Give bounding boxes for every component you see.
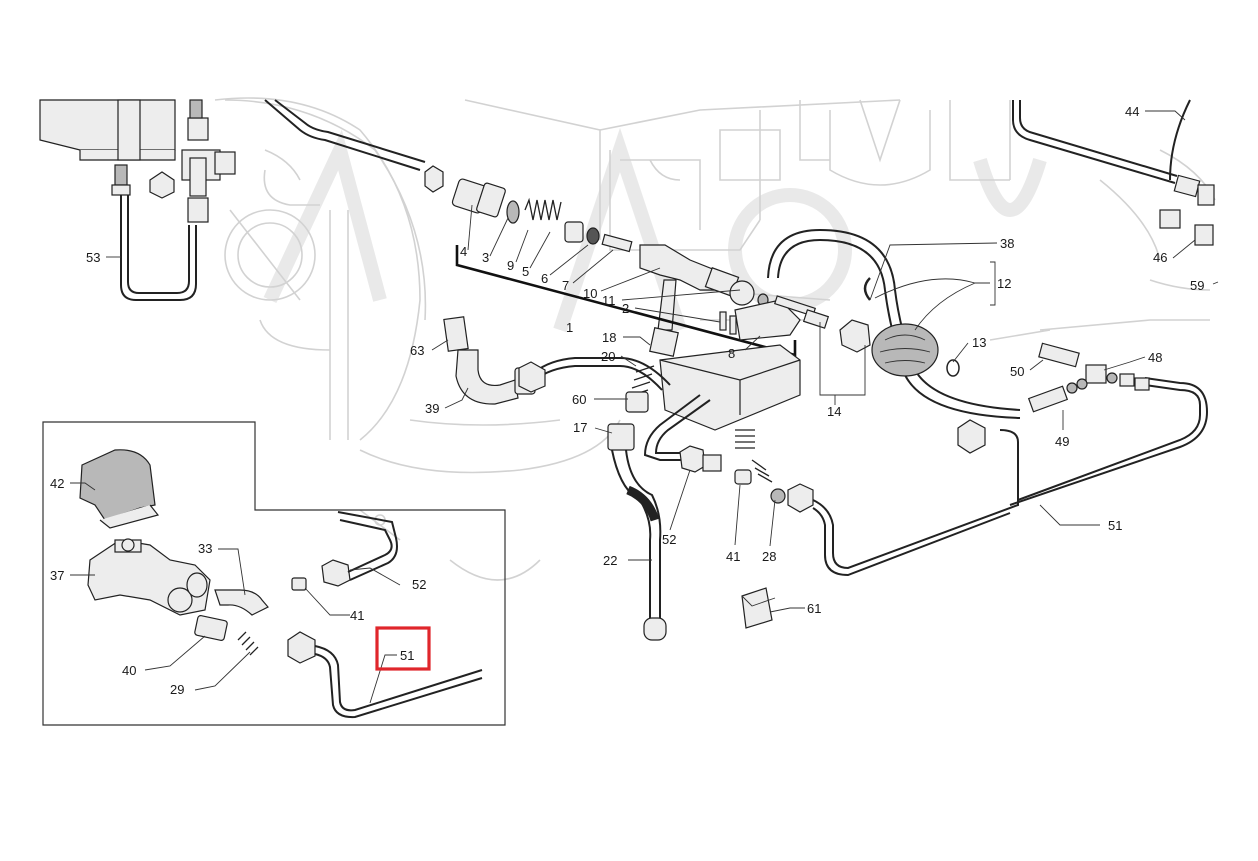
label-9: 9 xyxy=(507,258,514,273)
label-33: 33 xyxy=(198,541,212,556)
top-right-fittings xyxy=(1012,99,1215,246)
label-63: 63 xyxy=(410,343,424,358)
label-44: 44 xyxy=(1125,104,1139,119)
hose-38 xyxy=(767,228,1021,419)
label-1: 1 xyxy=(566,320,573,335)
watermark xyxy=(263,127,1047,333)
elbow-39 xyxy=(443,316,671,405)
label-13: 13 xyxy=(972,335,986,350)
label-40: 40 xyxy=(122,663,136,678)
label-12: 12 xyxy=(997,276,1011,291)
label-51-inset: 51 xyxy=(400,648,414,663)
tube-52-upper xyxy=(643,394,814,513)
label-52-main: 52 xyxy=(662,532,676,547)
label-42: 42 xyxy=(50,476,64,491)
label-17: 17 xyxy=(573,420,587,435)
leader-lines xyxy=(70,110,1219,704)
label-38: 38 xyxy=(1000,236,1014,251)
label-41-main: 41 xyxy=(726,549,740,564)
part-60 xyxy=(625,391,649,413)
part-53-assembly xyxy=(39,99,236,301)
label-51-main: 51 xyxy=(1108,518,1122,533)
label-59: 59 xyxy=(1190,278,1204,293)
label-10: 10 xyxy=(583,286,597,301)
label-49: 49 xyxy=(1055,434,1069,449)
label-48: 48 xyxy=(1148,350,1162,365)
label-37: 37 xyxy=(50,568,64,583)
label-3: 3 xyxy=(482,250,489,265)
label-29: 29 xyxy=(170,682,184,697)
label-14: 14 xyxy=(827,404,841,419)
bracket-1 xyxy=(455,245,797,357)
label-2: 2 xyxy=(622,301,629,316)
part-61 xyxy=(741,587,776,629)
highlight-box xyxy=(375,626,431,671)
label-5: 5 xyxy=(522,264,529,279)
label-39: 39 xyxy=(425,401,439,416)
main-pipe-top xyxy=(264,99,444,193)
hose-22 xyxy=(607,423,667,641)
label-52-inset: 52 xyxy=(412,577,426,592)
label-28: 28 xyxy=(762,549,776,564)
label-18: 18 xyxy=(602,330,616,345)
part-labels: 53 4 3 9 5 6 7 10 11 2 1 8 38 12 13 14 4… xyxy=(50,104,1204,697)
label-46: 46 xyxy=(1153,250,1167,265)
label-20: 20 xyxy=(601,349,615,364)
label-22: 22 xyxy=(603,553,617,568)
mixer-block xyxy=(659,295,830,449)
label-8: 8 xyxy=(728,346,735,361)
label-60: 60 xyxy=(572,392,586,407)
label-41-inset: 41 xyxy=(350,608,364,623)
inset-panel xyxy=(42,421,506,726)
label-61: 61 xyxy=(807,601,821,616)
right-fittings xyxy=(1027,342,1150,413)
valve-parts-row xyxy=(451,178,769,357)
label-4: 4 xyxy=(460,244,467,259)
label-50: 50 xyxy=(1010,364,1024,379)
label-53: 53 xyxy=(86,250,100,265)
background-machine-outline xyxy=(214,97,1216,581)
label-6: 6 xyxy=(541,271,548,286)
label-7: 7 xyxy=(562,278,569,293)
label-11: 11 xyxy=(602,293,616,308)
part-20-spring xyxy=(629,365,655,397)
tube-51-main xyxy=(812,377,1209,577)
